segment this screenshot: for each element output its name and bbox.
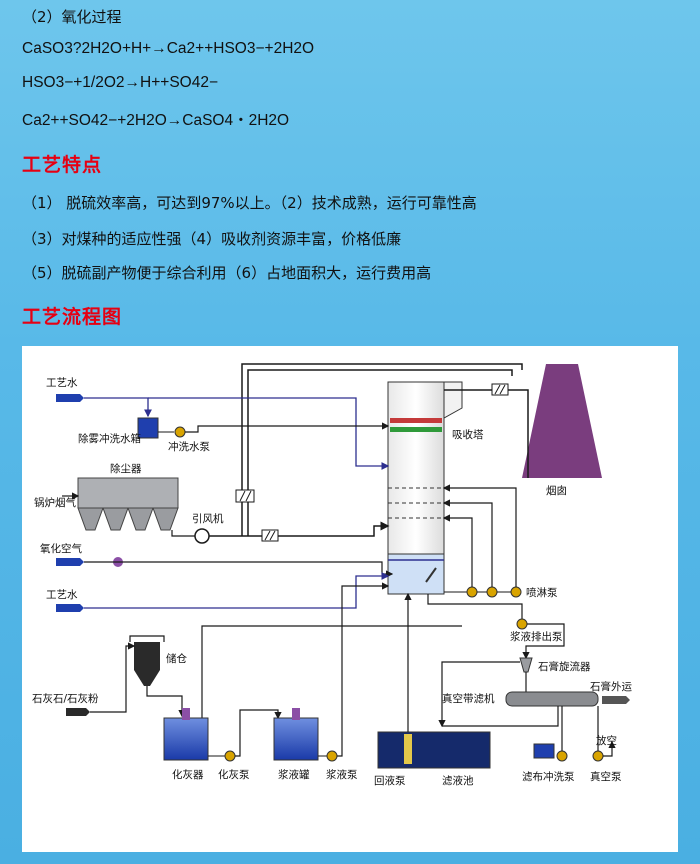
filtrate-pit-label: 滤液池: [442, 774, 474, 787]
vent-label: 放空: [596, 734, 617, 747]
cloth-flush-pump-label: 滤布冲洗泵: [522, 770, 575, 783]
oxidation-title: （2）氧化过程: [22, 8, 122, 26]
slurry-tank-label: 浆液罐: [278, 768, 310, 781]
process-water-top-inlet: [56, 394, 84, 402]
vacuum-pump: [592, 750, 604, 762]
return-pump-label: 回液泵: [374, 774, 406, 787]
spray-pump: [510, 586, 522, 598]
slurry-pump: [326, 750, 338, 762]
process-water-top-label: 工艺水: [46, 377, 78, 389]
spray-pump-label: 喷淋泵: [526, 586, 558, 599]
dust-collector: [77, 477, 179, 509]
vacuum-belt-filter-label: 真空带滤机: [442, 692, 495, 705]
tower-outlet-duct: [443, 381, 463, 419]
process-flow-diagram: 烟囱 吸收塔 锅炉烟气 除尘器 引风机 工艺水 除雾冲洗水箱 冲洗水泵 氧化空气: [22, 346, 678, 852]
flush-pump-label: 冲洗水泵: [168, 440, 210, 453]
flowchart-heading: 工艺流程图: [22, 306, 123, 328]
limestone-label: 石灰石/石灰粉: [32, 692, 99, 705]
cloth-flush-tank: [533, 743, 555, 759]
process-water-mid-label: 工艺水: [46, 589, 78, 601]
slurry-tank: [273, 717, 319, 761]
vacuum-belt-filter: [505, 691, 599, 707]
feature-line-3: （5）脱硫副产物便于综合利用（6）占地面积大，运行费用高: [22, 264, 432, 282]
demist-tank: [137, 417, 159, 439]
induced-fan-label: 引风机: [192, 512, 224, 525]
demister-lower: [390, 427, 442, 432]
feature-line-2: （3）对煤种的适应性强（4）吸收剂资源丰富，价格低廉: [22, 230, 402, 248]
demist-tank-label: 除雾冲洗水箱: [78, 432, 141, 445]
lime-pump-label: 化灰泵: [218, 768, 250, 781]
equation-3: Ca2++SO42−+2H2O→CaSO4・2H2O: [22, 112, 290, 129]
boiler-flue-gas-label: 锅炉烟气: [34, 496, 76, 509]
gypsum-cyclone-label: 石膏旋流器: [538, 660, 591, 673]
absorption-tower-label: 吸收塔: [452, 428, 484, 441]
chimney-shape: [522, 364, 602, 478]
flush-pump: [174, 426, 186, 438]
silo-label: 储仓: [166, 652, 187, 665]
filtrate-pit: [377, 731, 491, 769]
slurry-discharge-pump: [516, 618, 528, 630]
equation-1: CaSO3?2H2O+H+→Ca2++HSO3−+2H2O: [22, 40, 315, 57]
chimney-label: 烟囱: [546, 484, 567, 497]
demister-upper: [390, 418, 442, 423]
lime-slaker: [163, 717, 209, 761]
gypsum-cyclone: [519, 657, 533, 673]
feature-line-1: （1） 脱硫效率高，可达到97%以上。（2）技术成熟，运行可靠性高: [22, 194, 477, 212]
oxidation-air-label: 氧化空气: [40, 542, 82, 555]
slurry-discharge-pump-label: 浆液排出泵: [510, 630, 563, 643]
slurry-pump-label: 浆液泵: [326, 768, 358, 781]
vacuum-pump-label: 真空泵: [590, 770, 622, 783]
dust-collector-label: 除尘器: [110, 462, 142, 475]
lime-pump: [224, 750, 236, 762]
lime-slaker-label: 化灰器: [172, 768, 204, 781]
silo: [134, 642, 160, 670]
features-heading: 工艺特点: [22, 154, 103, 176]
equation-2: HSO3−+1/2O2→H++SO42−: [22, 74, 219, 91]
induced-fan: [194, 528, 210, 544]
gypsum-out-label: 石膏外运: [590, 680, 632, 693]
